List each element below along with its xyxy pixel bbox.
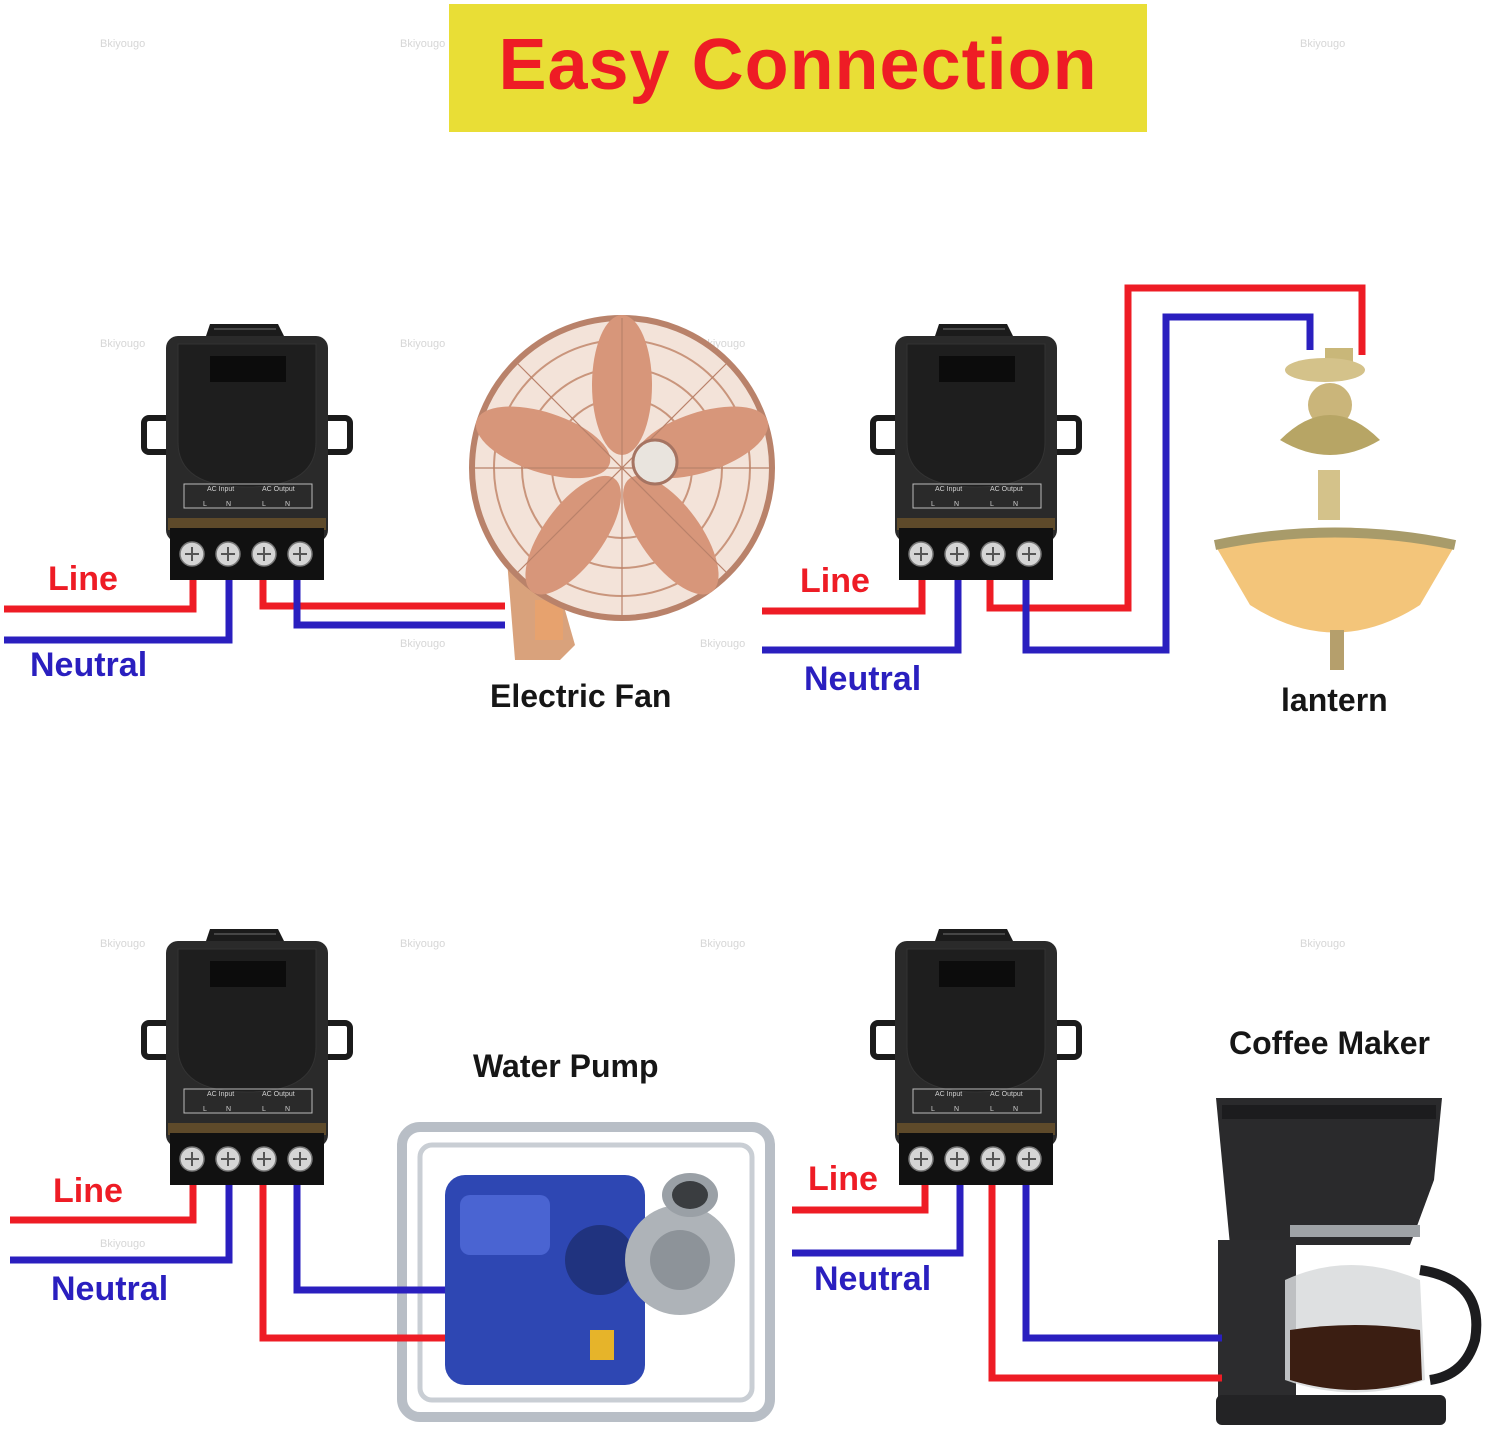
relay-terminal-n: N bbox=[954, 501, 959, 508]
watermark: Bkiyougo bbox=[700, 938, 746, 950]
relay-ac-output-text: AC Output bbox=[990, 1091, 1023, 1098]
relay-terminal-n: N bbox=[1013, 501, 1018, 508]
watermark: Bkiyougo bbox=[1300, 38, 1346, 50]
watermark: Bkiyougo bbox=[400, 938, 446, 950]
relay-terminal-n: N bbox=[1013, 1106, 1018, 1113]
line-label: Line bbox=[800, 562, 870, 600]
relay-ac-input-text: AC Input bbox=[935, 486, 962, 493]
relay-terminal-l: L bbox=[262, 501, 266, 508]
relay-terminal-l: L bbox=[990, 1106, 994, 1113]
title-banner: Easy Connection bbox=[449, 4, 1147, 132]
device-label: Water Pump bbox=[473, 1048, 659, 1084]
watermark: Bkiyougo bbox=[400, 338, 446, 350]
panel-water-pump bbox=[10, 929, 775, 1422]
neutral-label: Neutral bbox=[804, 660, 922, 698]
device-label: Coffee Maker bbox=[1229, 1025, 1430, 1061]
coffee-maker-image bbox=[1216, 1098, 1482, 1425]
relay-terminal-l: L bbox=[990, 501, 994, 508]
line-label: Line bbox=[48, 560, 118, 598]
neutral-label: Neutral bbox=[30, 646, 148, 684]
neutral-label: Neutral bbox=[51, 1270, 169, 1308]
watermark: Bkiyougo bbox=[400, 638, 446, 650]
line-label: Line bbox=[53, 1172, 123, 1210]
panel-lantern bbox=[762, 284, 1457, 670]
lantern-image bbox=[1213, 348, 1457, 670]
relay-terminal-n: N bbox=[954, 1106, 959, 1113]
relay-ac-input-text: AC Input bbox=[207, 486, 234, 493]
relay-terminal-l: L bbox=[203, 501, 207, 508]
relay-terminal-n: N bbox=[285, 501, 290, 508]
relay-ac-input-text: AC Input bbox=[935, 1091, 962, 1098]
relay-ac-output-text: AC Output bbox=[990, 486, 1023, 493]
panel-electric-fan bbox=[4, 315, 775, 660]
watermark: Bkiyougo bbox=[1300, 938, 1346, 950]
relay-terminal-n: N bbox=[226, 501, 231, 508]
relay-terminal-l: L bbox=[203, 1106, 207, 1113]
water-pump-image bbox=[397, 1122, 775, 1422]
panel-coffee-maker bbox=[792, 929, 1482, 1425]
relay-ac-input-text: AC Input bbox=[207, 1091, 234, 1098]
electric-fan-image bbox=[469, 315, 775, 660]
device-label: lantern bbox=[1281, 682, 1388, 718]
line-label: Line bbox=[808, 1160, 878, 1198]
relay-terminal-n: N bbox=[226, 1106, 231, 1113]
relay-ac-output-text: AC Output bbox=[262, 486, 295, 493]
title-text: Easy Connection bbox=[498, 25, 1098, 105]
relay-terminal-n: N bbox=[285, 1106, 290, 1113]
neutral-label: Neutral bbox=[814, 1260, 932, 1298]
relay-ac-output-text: AC Output bbox=[262, 1091, 295, 1098]
watermark: Bkiyougo bbox=[100, 938, 146, 950]
relay-terminal-l: L bbox=[931, 501, 935, 508]
watermark: Bkiyougo bbox=[700, 638, 746, 650]
watermark: Bkiyougo bbox=[400, 38, 446, 50]
relay-terminal-l: L bbox=[262, 1106, 266, 1113]
watermark: Bkiyougo bbox=[100, 1238, 146, 1250]
watermark: Bkiyougo bbox=[100, 38, 146, 50]
relay-terminal-l: L bbox=[931, 1106, 935, 1113]
watermark: Bkiyougo bbox=[100, 338, 146, 350]
device-label: Electric Fan bbox=[490, 678, 672, 714]
